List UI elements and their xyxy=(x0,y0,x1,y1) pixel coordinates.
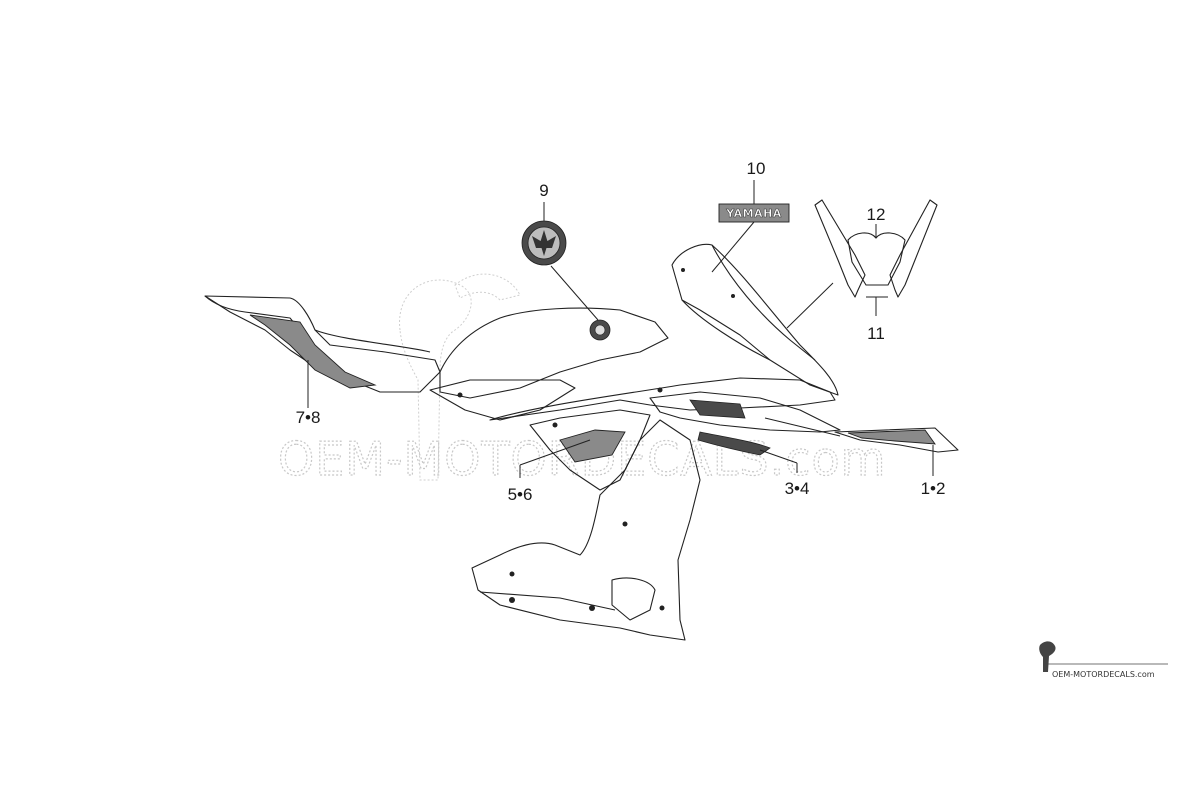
callout-7-8: 7•8 xyxy=(296,408,321,427)
nose-decal xyxy=(834,427,959,453)
decal-1-2 xyxy=(847,429,936,445)
lower-cowl xyxy=(471,419,701,641)
decal-5-6 xyxy=(559,429,626,463)
decal-12 xyxy=(847,232,906,286)
callouts: 9 10 12 11 7•8 5•6 3•4 1•2 xyxy=(296,159,946,504)
decal-10-yamaha: YAMAHA xyxy=(718,203,790,223)
callout-12: 12 xyxy=(867,205,886,224)
fuel-tank xyxy=(429,307,669,421)
decal-9-emblem xyxy=(521,220,567,266)
callout-10: 10 xyxy=(747,159,766,178)
watermark-small-logo: OEM-MOTORDECALS.com xyxy=(1039,641,1168,679)
tail-cowl xyxy=(204,295,441,393)
front-cowl xyxy=(671,243,839,396)
callout-5-6: 5•6 xyxy=(508,485,533,504)
watermark-small-text: OEM-MOTORDECALS.com xyxy=(1052,670,1155,679)
side-fairing xyxy=(489,377,841,491)
callout-3-4: 3•4 xyxy=(785,479,810,498)
leader-lines xyxy=(307,180,934,478)
watermark: OEM-MOTORDECALS.com OEM-MOTORDECALS.com xyxy=(277,273,1168,679)
callout-11: 11 xyxy=(867,324,885,343)
yamaha-logo-text: YAMAHA xyxy=(725,207,782,220)
callout-9: 9 xyxy=(539,181,548,200)
screen-trim xyxy=(814,199,938,298)
watermark-bird-logo xyxy=(399,273,521,481)
decal-7-8 xyxy=(249,314,377,389)
callout-1-2: 1•2 xyxy=(921,479,946,498)
